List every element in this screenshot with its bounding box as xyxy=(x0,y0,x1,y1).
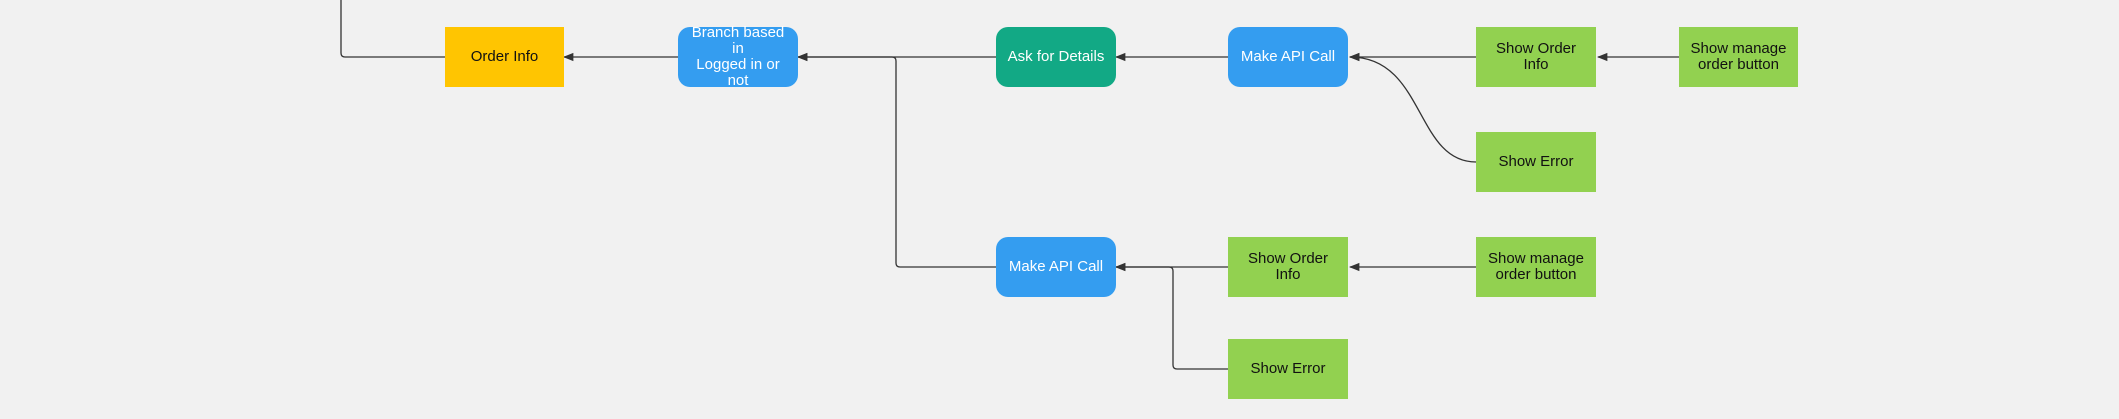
node-show-manage-order-button-top[interactable]: Show manage order button xyxy=(1679,27,1798,87)
node-show-error-bottom[interactable]: Show Error xyxy=(1228,339,1348,399)
edge-api-bottom-to-branch xyxy=(796,52,996,268)
node-branch-logged-in[interactable]: Branch based in Logged in or not xyxy=(678,25,798,89)
node-order-info[interactable]: Order Info xyxy=(445,27,564,87)
edge-order-info-to-top xyxy=(340,0,445,58)
node-make-api-call-top[interactable]: Make API Call xyxy=(1228,27,1348,87)
node-ask-for-details[interactable]: Ask for Details xyxy=(996,27,1116,87)
node-show-order-info-bottom[interactable]: Show Order Info xyxy=(1228,237,1348,297)
node-show-manage-order-button-bottom[interactable]: Show manage order button xyxy=(1476,237,1596,297)
edge-show-error-top-to-api xyxy=(1348,52,1477,163)
node-show-error-top[interactable]: Show Error xyxy=(1476,132,1596,192)
edge-show-error-bottom-to-api xyxy=(1114,262,1228,370)
node-make-api-call-bottom[interactable]: Make API Call xyxy=(996,237,1116,297)
node-show-order-info-top[interactable]: Show Order Info xyxy=(1476,27,1596,87)
